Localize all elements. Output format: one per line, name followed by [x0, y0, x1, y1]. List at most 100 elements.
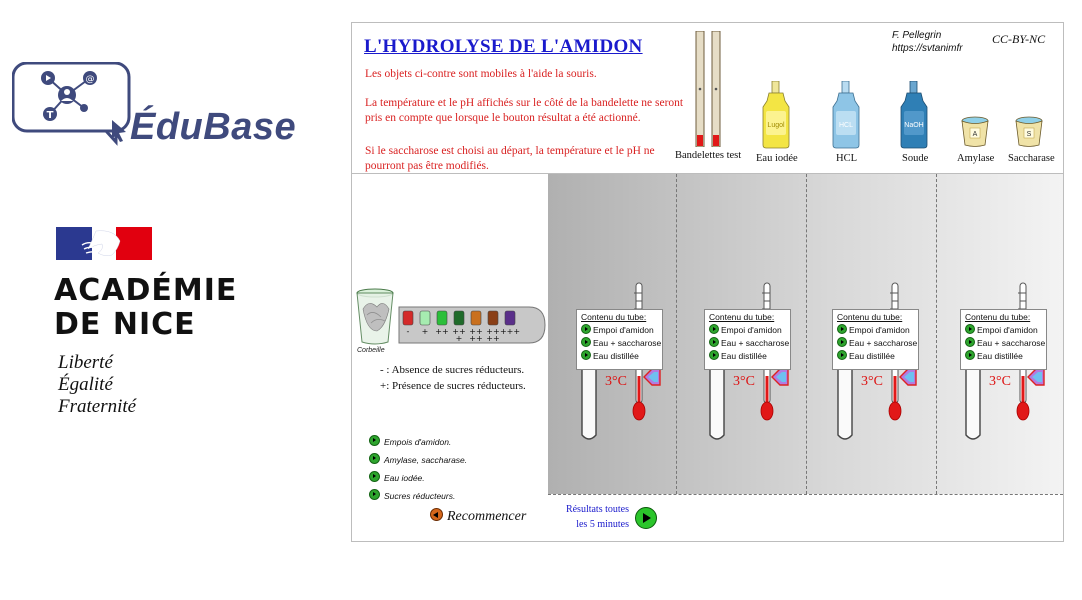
legend-item-starch: Empois d'amidon.	[369, 435, 451, 447]
svg-text:T: T	[47, 110, 54, 121]
strip-note-negative: - : Absence de sucres réducteurs.	[380, 364, 525, 376]
scale-sign: ++	[435, 327, 448, 336]
scale-sign: ++	[469, 327, 482, 336]
instruction-mobile-objects: Les objets ci-contre sont mobiles à l'ai…	[365, 68, 597, 80]
tool-label-soude: Soude	[902, 153, 929, 164]
strip-note-positive: +: Présence de sucres réducteurs.	[380, 380, 526, 392]
hcl-bottle-icon[interactable]: HCL	[831, 81, 861, 149]
amylase-cup-icon[interactable]: A	[960, 116, 990, 148]
scale-swatch	[487, 310, 499, 326]
tube-temperature: 3°C	[861, 374, 883, 389]
tube-option-water[interactable]: Eau distillée	[581, 350, 639, 361]
tube-card-title: Contenu du tube:	[837, 312, 903, 322]
option-play-icon	[965, 324, 975, 334]
naoh-bottle-icon[interactable]: NaOH	[899, 81, 929, 149]
tube-card-title: Contenu du tube:	[709, 312, 775, 322]
hcl-bottle-text: HCL	[839, 122, 853, 129]
scale-sign: ++	[469, 334, 482, 343]
edubase-logo: @ T	[12, 62, 131, 146]
lugol-bottle-icon[interactable]: Lugol	[761, 81, 791, 149]
column-divider	[676, 174, 677, 494]
tube-option-water[interactable]: Eau distillée	[965, 350, 1023, 361]
scale-sign: +++	[500, 327, 520, 336]
motto-egalite: Égalité	[58, 374, 113, 395]
option-play-icon	[965, 337, 975, 347]
saccharase-cup-icon[interactable]: S	[1014, 116, 1044, 148]
trash-label: Corbeille	[357, 347, 385, 354]
legend-play-icon	[369, 489, 380, 500]
scale-swatch	[402, 310, 414, 326]
tube-option-water[interactable]: Eau distillée	[709, 350, 767, 361]
tube-option-starch[interactable]: Empoi d'amidon	[581, 324, 654, 335]
option-play-icon	[581, 337, 591, 347]
option-play-icon	[837, 324, 847, 334]
tube-temperature: 3°C	[605, 374, 627, 389]
scale-swatch	[470, 310, 482, 326]
option-play-icon	[709, 337, 719, 347]
option-play-icon	[709, 324, 719, 334]
scale-swatches: -+++++++++++++++++	[402, 310, 520, 343]
scale-sign: ++	[486, 334, 499, 343]
marianne-flag-logo	[56, 227, 152, 260]
svg-text:@: @	[86, 75, 95, 85]
lugol-bottle-text: Lugol	[767, 122, 785, 129]
tube-option-starch[interactable]: Empoi d'amidon	[709, 324, 782, 335]
tool-label-saccharase: Saccharase	[1008, 153, 1055, 164]
results-play-button[interactable]	[635, 507, 657, 529]
motto-liberte: Liberté	[58, 352, 113, 373]
results-label: Résultats toutes les 5 minutes	[565, 504, 629, 530]
scale-sign: +	[456, 334, 463, 343]
tube-option-starch[interactable]: Empoi d'amidon	[965, 324, 1038, 335]
scale-sign: -	[407, 327, 410, 336]
author-credit: F. Pellegrin https://svtanimfr	[892, 29, 963, 55]
simulation-panel: L'HYDROLYSE DE L'AMIDON Les objets ci-co…	[351, 22, 1064, 542]
option-play-icon	[581, 324, 591, 334]
instruction-temperature-ph: La température et le pH affichés sur le …	[365, 97, 684, 124]
tool-label-strips: Bandelettes test	[675, 150, 742, 161]
simulation-title: L'HYDROLYSE DE L'AMIDON	[364, 36, 643, 57]
restart-label: Recommencer	[447, 509, 527, 524]
scale-swatch	[504, 310, 516, 326]
legend-item-enzymes: Amylase, saccharase.	[369, 453, 467, 465]
academie-line1: ACADÉMIE	[54, 273, 238, 308]
column-divider	[936, 174, 937, 494]
tube-option-saccharose[interactable]: Eau + saccharose	[581, 337, 661, 348]
legend-item-sugars: Sucres réducteurs.	[369, 489, 455, 501]
tube-card-title: Contenu du tube:	[965, 312, 1031, 322]
workbench-bottom-line	[548, 494, 1063, 495]
column-divider	[806, 174, 807, 494]
tube-option-starch[interactable]: Empoi d'amidon	[837, 324, 910, 335]
tool-label-lugol: Eau iodée	[756, 153, 798, 164]
tube-option-saccharose[interactable]: Eau + saccharose	[965, 337, 1045, 348]
tube-option-water[interactable]: Eau distillée	[837, 350, 895, 361]
legend-play-icon	[369, 471, 380, 482]
back-arrow-icon	[430, 508, 443, 521]
test-strips-icon[interactable]	[694, 31, 724, 147]
legend-item-iodine: Eau iodée.	[369, 471, 425, 483]
author-site: https://svtanimfr	[892, 43, 963, 54]
option-play-icon	[837, 337, 847, 347]
scale-sign: +	[422, 327, 429, 336]
scale-swatch	[436, 310, 448, 326]
restart-button[interactable]: Recommencer	[430, 508, 526, 525]
legend-play-icon	[369, 453, 380, 464]
trash-bin-icon[interactable]	[355, 287, 395, 347]
tube-option-saccharose[interactable]: Eau + saccharose	[837, 337, 917, 348]
academie-name: ACADÉMIE DE NICE	[54, 274, 237, 342]
edubase-wordmark: ÉduBase	[130, 106, 297, 148]
scale-swatch	[453, 310, 465, 326]
scale-sign: ++	[486, 327, 499, 336]
option-play-icon	[709, 350, 719, 360]
saccharase-cup-text: S	[1027, 131, 1032, 138]
color-scale-strip: -+++++++++++++++++	[398, 306, 546, 344]
license-label: CC-BY-NC	[992, 32, 1046, 46]
tube-option-saccharose[interactable]: Eau + saccharose	[709, 337, 789, 348]
tube-temperature: 3°C	[733, 374, 755, 389]
